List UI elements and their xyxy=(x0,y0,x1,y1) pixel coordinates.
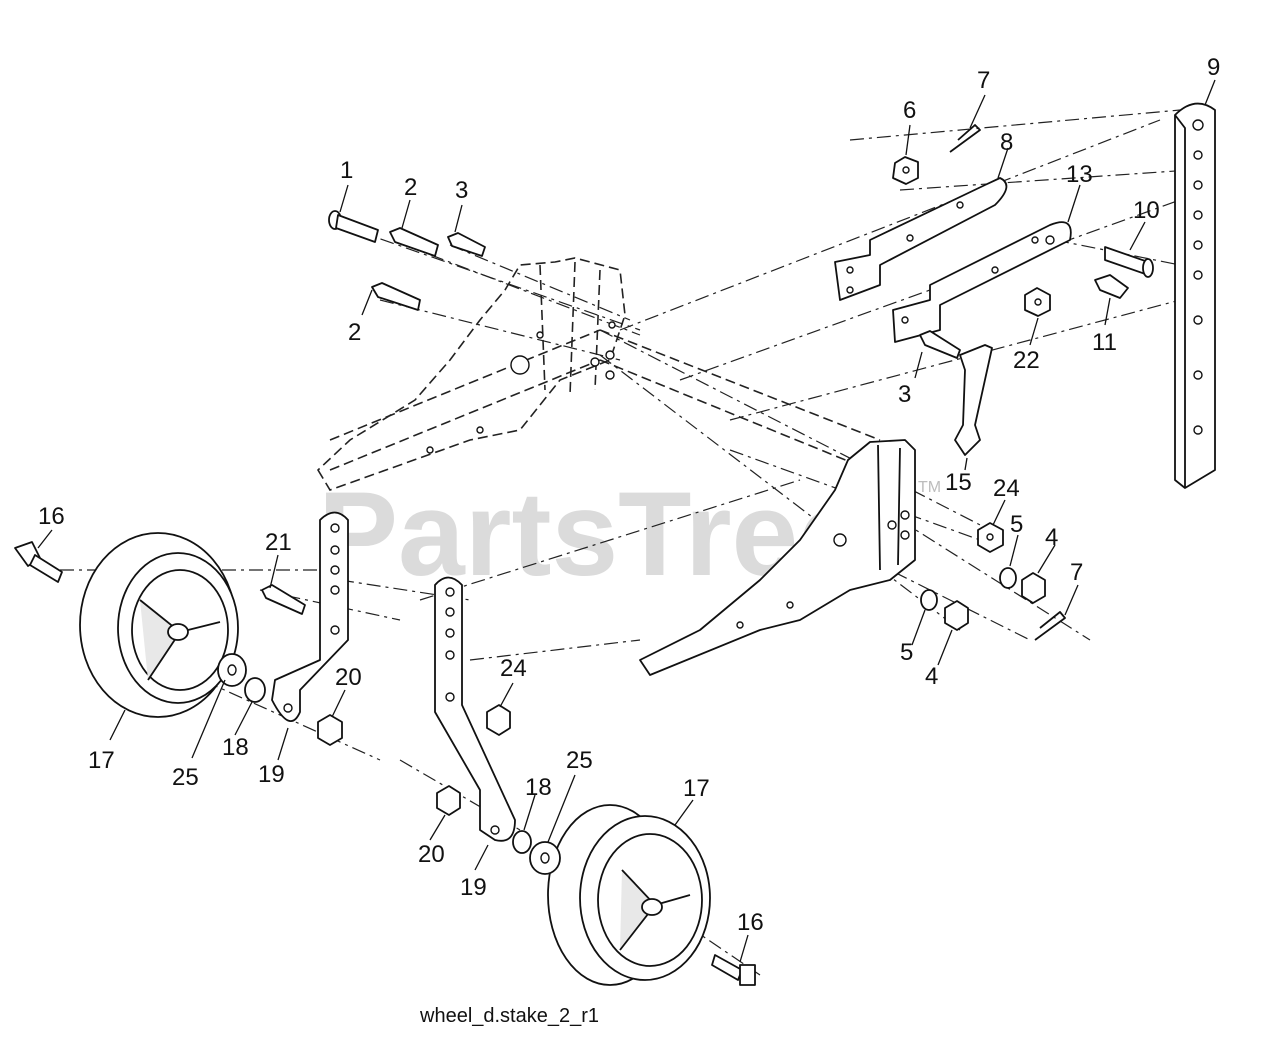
callout-17: 17 xyxy=(683,775,710,802)
callout-7: 7 xyxy=(1070,559,1083,586)
callout-18: 18 xyxy=(222,734,249,761)
callout-4: 4 xyxy=(925,663,938,690)
callout-17: 17 xyxy=(88,747,115,774)
callout-21: 21 xyxy=(265,529,292,556)
callout-20: 20 xyxy=(335,664,362,691)
wheel-17-right xyxy=(547,804,711,986)
nut-6-clip-7-top xyxy=(892,124,981,185)
callout-16: 16 xyxy=(737,909,764,936)
callout-2: 2 xyxy=(348,319,361,346)
callout-20: 20 xyxy=(418,841,445,868)
callout-1: 1 xyxy=(340,157,353,184)
tine-frame-hidden xyxy=(316,257,881,491)
callout-6: 6 xyxy=(903,97,916,124)
callout-18: 18 xyxy=(525,774,552,801)
left-hardware xyxy=(14,541,756,986)
frame-bracket-left-holes xyxy=(426,321,616,454)
depth-stake-bar xyxy=(1174,102,1216,489)
callout-3: 3 xyxy=(898,381,911,408)
watermark-tm: TM xyxy=(918,479,941,496)
stake-bracket-8 xyxy=(834,177,1008,301)
callout-25: 25 xyxy=(566,747,593,774)
pin-1 xyxy=(328,210,379,243)
wheel-arm-19-right xyxy=(434,576,516,842)
callout-9: 9 xyxy=(1207,54,1220,81)
callout-7: 7 xyxy=(977,67,990,94)
callout-24: 24 xyxy=(500,655,527,682)
callout-2: 2 xyxy=(404,174,417,201)
callout-25: 25 xyxy=(172,764,199,791)
callout-16: 16 xyxy=(38,503,65,530)
callout-5: 5 xyxy=(1010,511,1023,538)
frame-bracket-right xyxy=(639,439,916,676)
callout-5: 5 xyxy=(900,639,913,666)
callout-22: 22 xyxy=(1013,347,1040,374)
latch-15 xyxy=(954,344,993,456)
callout-3: 3 xyxy=(455,177,468,204)
callout-19: 19 xyxy=(460,874,487,901)
callout-13: 13 xyxy=(1066,161,1093,188)
callout-4: 4 xyxy=(1045,524,1058,551)
callout-labels: 1 2 2 3 3 4 4 5 5 6 7 7 8 9 10 11 13 15 … xyxy=(38,54,1220,936)
callout-10: 10 xyxy=(1133,197,1160,224)
callout-19: 19 xyxy=(258,761,285,788)
pin-10-bolt-11-nut-22 xyxy=(1024,246,1154,317)
bolts-2-3 xyxy=(371,227,961,359)
callout-24: 24 xyxy=(993,475,1020,502)
right-hardware xyxy=(920,522,1066,641)
leader-lines xyxy=(37,79,1216,963)
callout-11: 11 xyxy=(1092,329,1117,356)
callout-15: 15 xyxy=(945,469,972,496)
callout-8: 8 xyxy=(1000,129,1013,156)
wheel-17-left xyxy=(79,532,239,718)
diagram-file-label: wheel_d.stake_2_r1 xyxy=(419,1005,599,1027)
stake-bracket-13 xyxy=(892,221,1072,343)
wheel-arm-19-left xyxy=(271,511,349,722)
